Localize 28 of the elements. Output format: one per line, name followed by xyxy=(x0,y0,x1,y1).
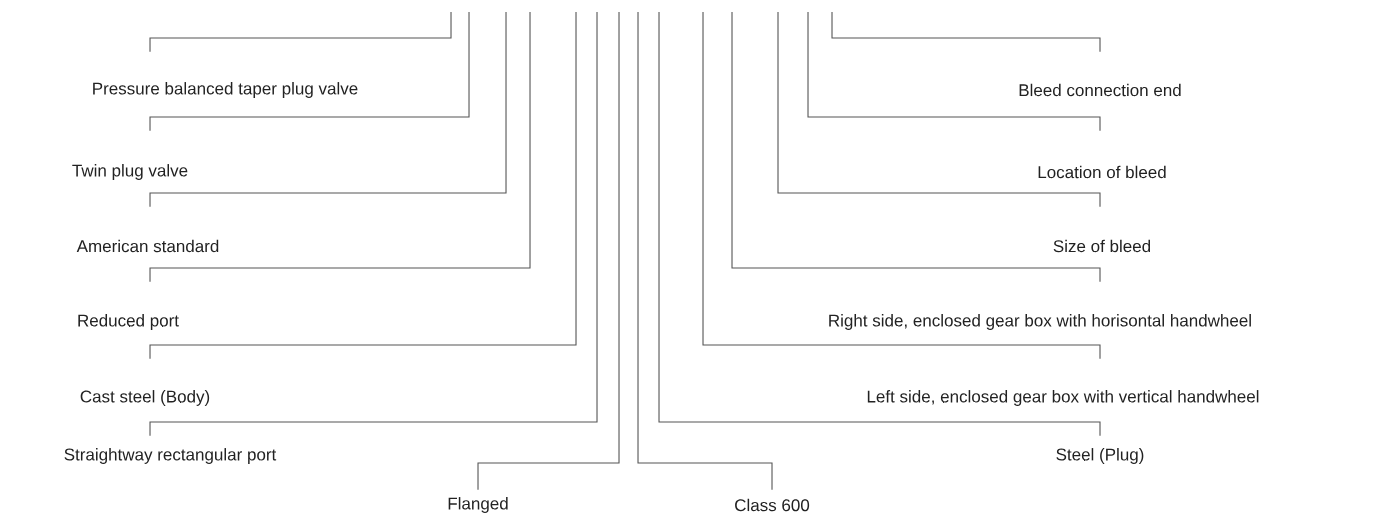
label-text: Class 600 xyxy=(735,498,810,512)
leader-line xyxy=(637,11,773,491)
label-text: Bleed connection end xyxy=(1019,83,1181,97)
leader-line xyxy=(731,11,1101,283)
label-text: Pressure balanced taper plug valve xyxy=(93,82,358,98)
leader-line xyxy=(149,11,577,360)
label-text: Twin plug valve xyxy=(72,164,188,180)
leader-line xyxy=(807,11,1101,132)
leader-line xyxy=(831,11,1101,53)
label-text: Cast steel (Body) xyxy=(80,390,210,406)
label-text: Location of bleed xyxy=(1038,165,1166,179)
leader-line xyxy=(149,11,470,132)
leader-line xyxy=(477,11,620,491)
leader-line xyxy=(149,11,531,283)
leader-line xyxy=(777,11,1101,208)
leader-line xyxy=(149,11,452,53)
label-text: Flanged xyxy=(448,497,508,513)
label-text: Size of bleed xyxy=(1053,239,1151,253)
label-text: American standard xyxy=(76,239,219,253)
leader-line xyxy=(149,11,507,208)
label-text: Left side, enclosed gear box with vertical handwheel xyxy=(867,390,1259,406)
label-text: Straightway rectangular port xyxy=(64,448,277,464)
leader-line xyxy=(702,11,1101,360)
label-text: Right side, enclosed gear box with horisontal handwheel xyxy=(829,314,1251,330)
leader-line xyxy=(658,11,1101,437)
label-text: Reduced port xyxy=(78,314,179,330)
leader-line xyxy=(149,11,598,437)
label-text: Steel (Plug) xyxy=(1056,448,1144,464)
